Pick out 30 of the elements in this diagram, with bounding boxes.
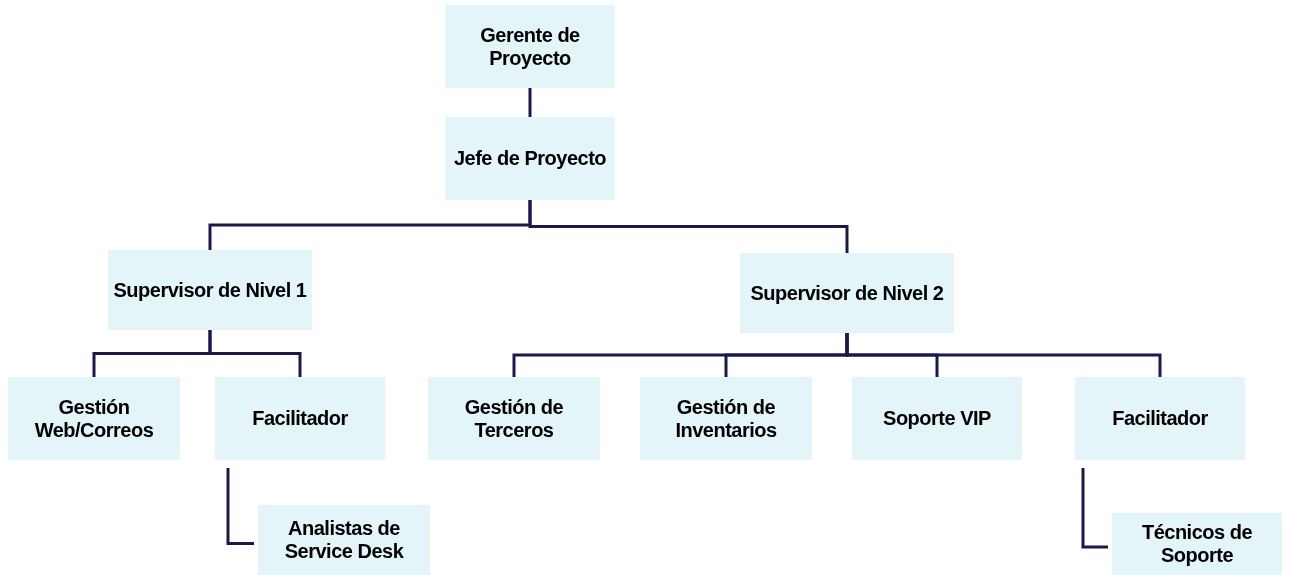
role-title: Gestión de Inventarios	[674, 395, 778, 442]
connector-line	[528, 88, 532, 117]
connector-line	[226, 468, 254, 545]
connector-line	[208, 330, 302, 377]
org-box	[852, 377, 1022, 460]
org-box	[215, 377, 385, 460]
connector-line	[845, 333, 1162, 377]
role-title: Facilitador	[1112, 407, 1208, 430]
connector-line	[528, 200, 849, 253]
org-box	[108, 250, 312, 330]
org-box	[640, 377, 812, 460]
role-title: Supervisor de Nivel 2	[750, 281, 944, 305]
org-box	[445, 117, 615, 200]
role-title: Gestión de Terceros	[463, 395, 565, 442]
org-box	[1075, 377, 1245, 460]
role-title: Técnicos de Soporte	[1140, 521, 1254, 567]
role-title: Gestión Web/Correos	[33, 395, 155, 442]
role-title: Gerente de Proyecto	[479, 23, 581, 70]
role-title: Facilitador	[252, 407, 348, 430]
org-box	[258, 505, 430, 575]
org-box	[445, 5, 615, 88]
org-box	[1112, 513, 1282, 575]
org-box	[740, 253, 954, 333]
org-box	[8, 377, 180, 460]
role-title: Soporte VIP	[883, 407, 991, 430]
role-title: Jefe de Proyecto	[453, 147, 607, 170]
role-title: Supervisor de Nivel 1	[113, 278, 307, 302]
role-title: Analistas de Service Desk	[283, 517, 405, 563]
org-box	[428, 377, 600, 460]
connector-line	[1081, 468, 1108, 549]
